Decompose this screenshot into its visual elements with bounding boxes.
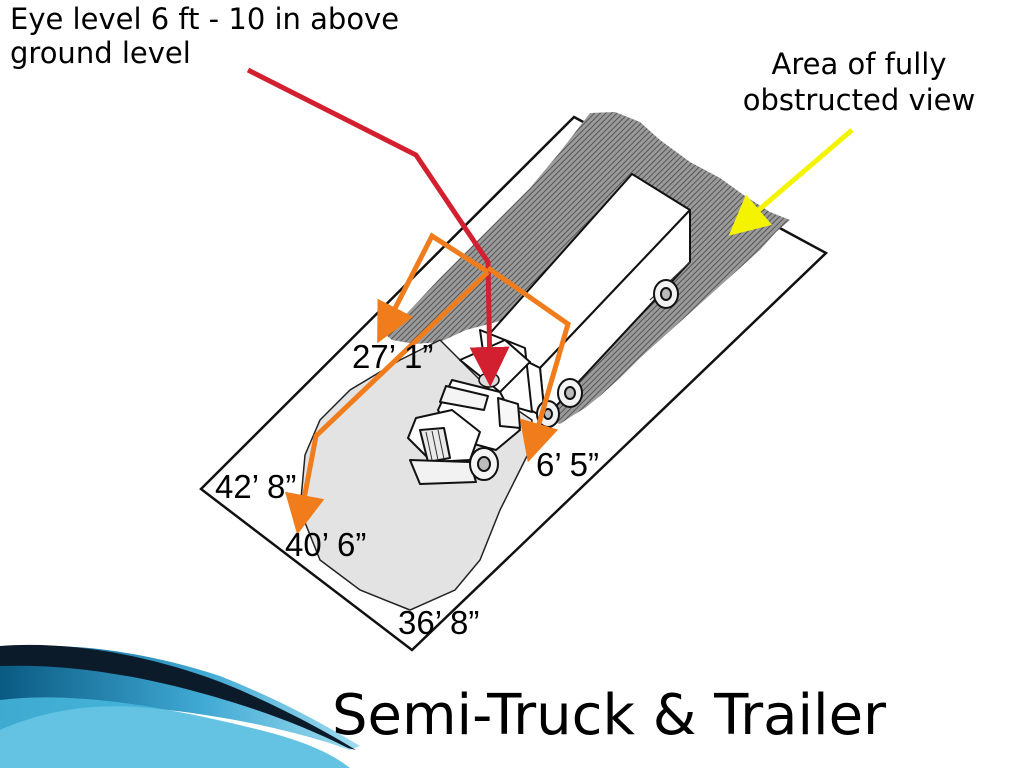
dimension-arrows — [285, 232, 571, 535]
swoosh-decoration — [0, 646, 360, 750]
dimension-front-corner-label: 36’ 8” — [398, 604, 480, 641]
trailer-wheel-hub — [660, 287, 672, 301]
eye-point-marker — [478, 372, 500, 388]
front-wheel-hub — [477, 456, 491, 472]
obstructed-area-label-line-1: Area of fully — [771, 47, 947, 81]
swoosh-dark-edge — [0, 644, 356, 750]
obstructed-area-label-line-2: obstructed view — [742, 83, 976, 117]
dimension-right-side-label: 6’ 5” — [536, 446, 599, 483]
dimension-front-label: 27’ 1” — [352, 338, 434, 375]
windshield — [439, 385, 489, 411]
eye-level-label-line-1: Eye level 6 ft - 10 in above — [10, 2, 400, 36]
eye-level-label: Eye level 6 ft - 10 in above ground leve… — [10, 2, 399, 70]
obstructed-area-pointer — [728, 128, 854, 236]
slide-title: Semi-Truck & Trailer — [332, 683, 887, 748]
front-bumper — [409, 459, 477, 485]
obstructed-area-label: Area of fully obstructed view — [714, 46, 1004, 118]
eye-level-label-line-2: ground level — [10, 36, 191, 70]
arrow-right — [486, 265, 571, 463]
dimension-left-side-label: 40’ 6” — [285, 526, 367, 563]
tractor-rear-wheel-hub — [564, 386, 576, 400]
arrow-left — [285, 270, 490, 535]
eye-level-pointer — [246, 67, 510, 387]
dimension-left-diagonal-label: 42’ 8” — [215, 468, 297, 505]
swoosh-decoration-light — [0, 697, 350, 768]
arrow-front — [377, 232, 490, 344]
